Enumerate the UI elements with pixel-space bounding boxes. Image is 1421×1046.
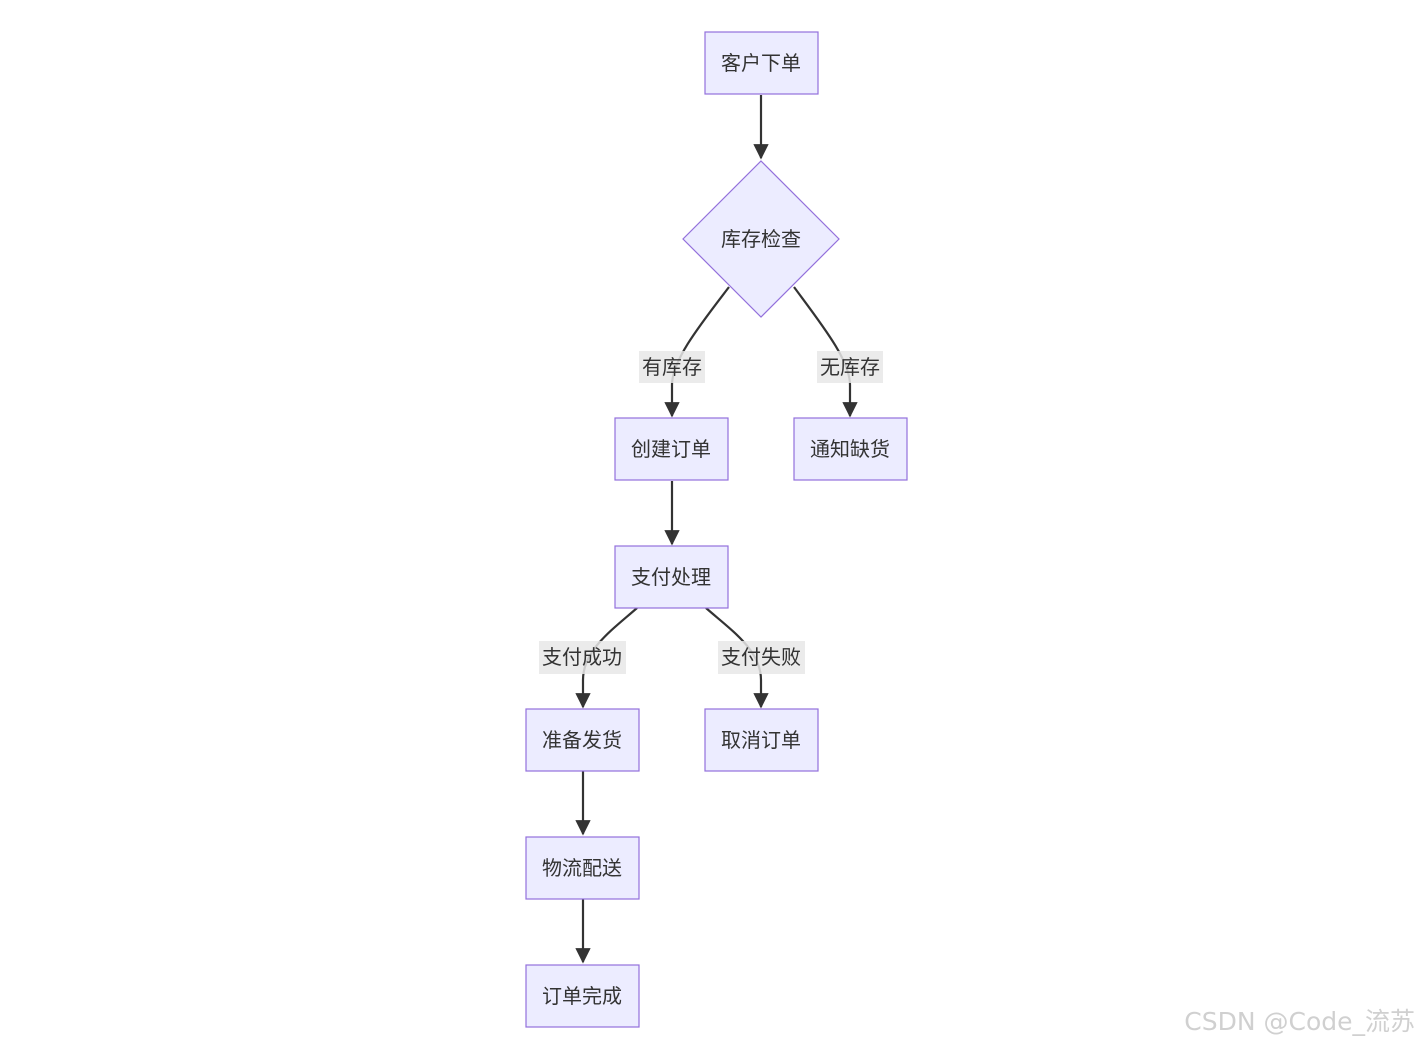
watermark: CSDN @Code_流苏	[1184, 1007, 1415, 1036]
node-order-complete: 订单完成	[525, 964, 640, 1028]
edge-label-out-of-stock-text: 无库存	[820, 355, 880, 379]
edge-label-in-stock: 有库存	[639, 351, 705, 383]
node-create-order-label: 创建订单	[631, 437, 711, 461]
node-stock-check: 库存检查	[682, 160, 840, 318]
edge-label-pay-fail-text: 支付失败	[721, 645, 801, 669]
edge-label-out-of-stock: 无库存	[817, 351, 883, 383]
node-notify-out-of-stock-label: 通知缺货	[810, 437, 890, 461]
node-notify-out-of-stock: 通知缺货	[793, 417, 908, 481]
node-order-complete-label: 订单完成	[542, 984, 622, 1008]
node-order-placed-label: 客户下单	[721, 51, 801, 75]
edge-label-pay-fail: 支付失败	[718, 641, 805, 674]
node-payment: 支付处理	[614, 545, 729, 609]
node-logistics-label: 物流配送	[542, 856, 622, 880]
node-cancel-order-label: 取消订单	[721, 728, 801, 752]
edge-label-in-stock-text: 有库存	[642, 355, 702, 379]
node-order-placed: 客户下单	[704, 31, 819, 95]
node-logistics: 物流配送	[525, 836, 640, 900]
node-payment-label: 支付处理	[631, 565, 711, 589]
node-prepare-shipment: 准备发货	[525, 708, 640, 772]
node-create-order: 创建订单	[614, 417, 729, 481]
node-cancel-order: 取消订单	[704, 708, 819, 772]
edge-label-pay-success-text: 支付成功	[542, 645, 622, 669]
node-stock-check-label: 库存检查	[721, 227, 801, 251]
node-prepare-shipment-label: 准备发货	[542, 728, 622, 752]
edge-label-pay-success: 支付成功	[539, 641, 626, 674]
